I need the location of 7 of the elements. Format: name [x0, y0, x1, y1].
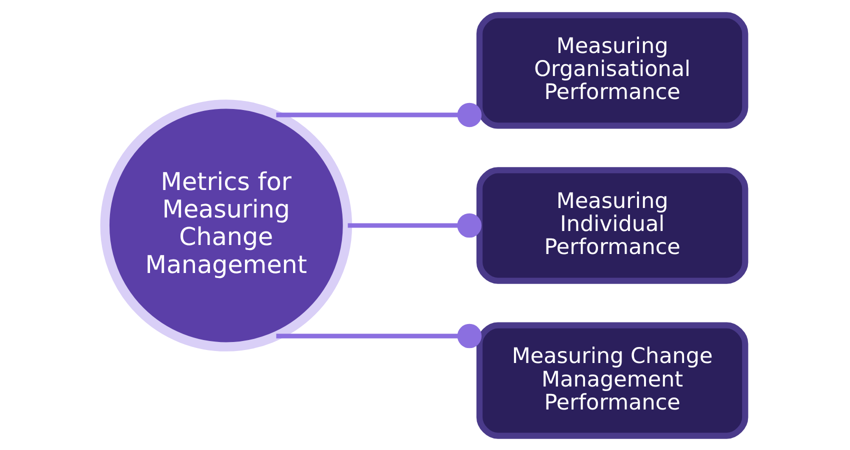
connector	[276, 102, 482, 127]
node-box: Measuring Individual Performance	[476, 166, 748, 284]
node-circle: Metrics for Measuring Change Management	[100, 99, 352, 351]
node-box: Measuring Organisational Performance	[476, 12, 748, 128]
connector	[276, 323, 482, 348]
node-box: Measuring Change Management Performance	[476, 322, 748, 438]
connector	[348, 212, 482, 238]
